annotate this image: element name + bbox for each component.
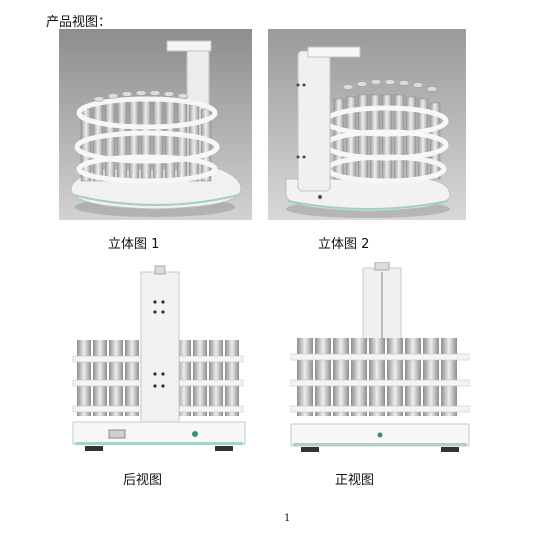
caption-iso-1: 立体图 1 [108,237,160,252]
figure-iso-1 [59,29,252,220]
figure-front-view [287,262,473,458]
iso-view-2-image [268,29,466,220]
figure-rear-view [69,262,247,458]
page-number: 1 [284,513,291,524]
front-view-image [290,262,470,452]
caption-front-view: 正视图 [335,473,375,488]
iso-view-1-image [59,29,252,220]
caption-rear-view: 后视图 [123,473,163,488]
page-title: 产品视图： [46,15,112,30]
rear-view-image [72,265,246,451]
figure-iso-2 [268,29,466,220]
caption-iso-2: 立体图 2 [318,237,370,252]
